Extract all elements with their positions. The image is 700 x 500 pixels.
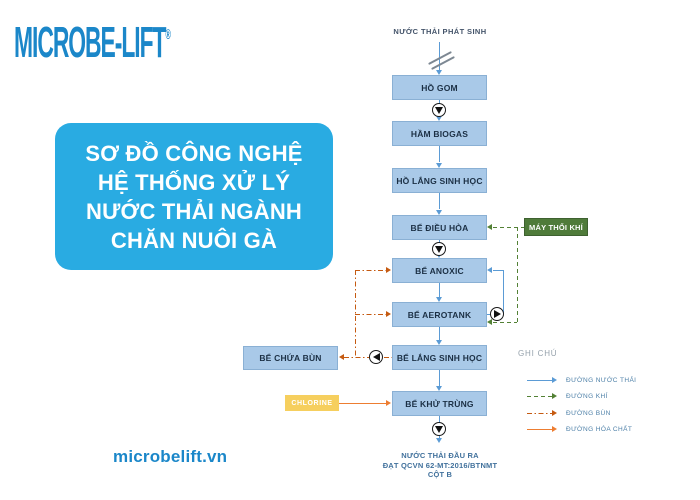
pump-icon <box>432 422 446 436</box>
stage-box-be-khu-trung: BỂ KHỬ TRÙNG <box>392 391 487 416</box>
legend-arrow-right <box>552 426 557 432</box>
flow-arrow-down <box>436 163 442 168</box>
stage-box-be-dieu-hoa: BỂ ĐIỀU HÒA <box>392 215 487 240</box>
air-line-segment <box>493 322 517 323</box>
banner-line-3: NƯỚC THẢI NGÀNH <box>85 198 302 224</box>
sludge-tank-box: BỂ CHỨA BÙN <box>243 346 338 370</box>
stage-box-be-lang-sinh-hoc: BỂ LẮNG SINH HỌC <box>392 345 487 370</box>
flow-arrow-down <box>436 297 442 302</box>
sludge-arrow-right <box>386 267 391 273</box>
pump-icon <box>490 307 504 321</box>
sludge-line-segment <box>355 270 386 271</box>
microbe-lift-logo: MICROBE-LIFT® <box>14 10 171 67</box>
wastewater-line-segment <box>439 327 440 340</box>
bar-screen-icon <box>431 56 455 70</box>
recirculation-line <box>503 270 504 314</box>
flow-arrow-down <box>436 70 442 75</box>
legend-title: GHI CHÚ <box>518 349 558 358</box>
legend-row-wastewater: ĐƯỜNG NƯỚC THẢI <box>527 376 636 384</box>
sludge-arrow-left <box>339 354 344 360</box>
sludge-line-segment <box>355 270 356 357</box>
sludge-line-segment <box>384 357 392 358</box>
pump-triangle-icon <box>435 106 443 114</box>
air-line-segment <box>517 227 518 322</box>
legend-row-sludge: ĐƯỜNG BÙN <box>527 409 611 417</box>
legend-arrow-right <box>552 410 557 416</box>
legend-line-dashdot-orange <box>527 412 552 414</box>
stage-box-be-anoxic: BỂ ANOXIC <box>392 258 487 283</box>
pump-icon <box>432 242 446 256</box>
blower-box: MÁY THỔI KHÍ <box>524 218 588 236</box>
stage-box-ho-lang-sinh-hoc: HỒ LẮNG SINH HỌC <box>392 168 487 193</box>
sludge-line-segment <box>355 314 386 315</box>
website-text: microbelift.vn <box>113 447 228 466</box>
logo-text: MICROBE-LIFT <box>14 18 167 67</box>
legend-row-air: ĐƯỜNG KHÍ <box>527 392 608 400</box>
chemical-line-segment <box>339 403 386 404</box>
registered-mark: ® <box>165 26 171 42</box>
legend-label: ĐƯỜNG KHÍ <box>566 392 608 400</box>
title-banner: SƠ ĐỒ CÔNG NGHỆ HỆ THỐNG XỬ LÝ NƯỚC THẢI… <box>55 123 333 270</box>
pump-triangle-icon <box>435 425 443 433</box>
wastewater-line-segment <box>439 193 440 209</box>
stage-box-ho-gom: HỒ GOM <box>392 75 487 100</box>
banner-line-4: CHĂN NUÔI GÀ <box>110 227 278 253</box>
flow-arrow-down <box>436 116 442 121</box>
legend-row-chemical: ĐƯỜNG HÓA CHẤT <box>527 425 632 433</box>
sludge-line-segment <box>344 357 369 358</box>
flow-arrow-down <box>436 340 442 345</box>
stage-box-ham-biogas: HẦM BIOGAS <box>392 121 487 146</box>
banner-line-2: HỆ THỐNG XỬ LÝ <box>97 169 291 195</box>
output-line-2: ĐẠT QCVN 62-MT:2016/BTNMT <box>382 460 498 470</box>
legend-line-solid-blue <box>527 379 552 381</box>
flow-arrow-down <box>436 210 442 215</box>
pump-icon <box>369 350 383 364</box>
pump-triangle-icon <box>372 353 380 361</box>
legend-line-solid-orange <box>527 428 552 430</box>
air-arrow-left <box>487 319 492 325</box>
wastewater-line-segment <box>439 370 440 386</box>
chemical-arrow-right <box>386 400 391 406</box>
output-line-3: CỘT B <box>427 470 453 479</box>
legend-line-dashed-green <box>527 395 552 397</box>
output-label: NƯỚC THẢI ĐẦU RA ĐẠT QCVN 62-MT:2016/BTN… <box>354 451 526 480</box>
legend-arrow-right <box>552 393 557 399</box>
flow-arrow-down <box>436 438 442 443</box>
banner-line-1: SƠ ĐỒ CÔNG NGHỆ <box>85 140 303 166</box>
recirculation-line <box>493 270 503 271</box>
air-line-segment <box>493 227 524 228</box>
wastewater-line-segment <box>439 283 440 297</box>
pump-icon <box>432 103 446 117</box>
air-arrow-left <box>487 224 492 230</box>
sludge-arrow-right <box>386 311 391 317</box>
input-label: NƯỚC THẢI PHÁT SINH <box>393 27 487 36</box>
legend-label: ĐƯỜNG NƯỚC THẢI <box>566 376 637 384</box>
legend-label: ĐƯỜNG HÓA CHẤT <box>566 425 633 433</box>
flow-arrow-left <box>487 267 492 273</box>
output-line-1: NƯỚC THẢI ĐẦU RA <box>401 451 479 460</box>
stage-box-be-aerotank: BỂ AEROTANK <box>392 302 487 327</box>
legend-arrow-right <box>552 377 557 383</box>
legend-label: ĐƯỜNG BÙN <box>566 409 611 417</box>
pump-triangle-icon <box>435 245 443 253</box>
chlorine-box: CHLORINE <box>285 395 339 411</box>
flow-arrow-down <box>436 386 442 391</box>
wastewater-line-segment <box>439 146 440 162</box>
pump-triangle-icon <box>493 310 501 318</box>
